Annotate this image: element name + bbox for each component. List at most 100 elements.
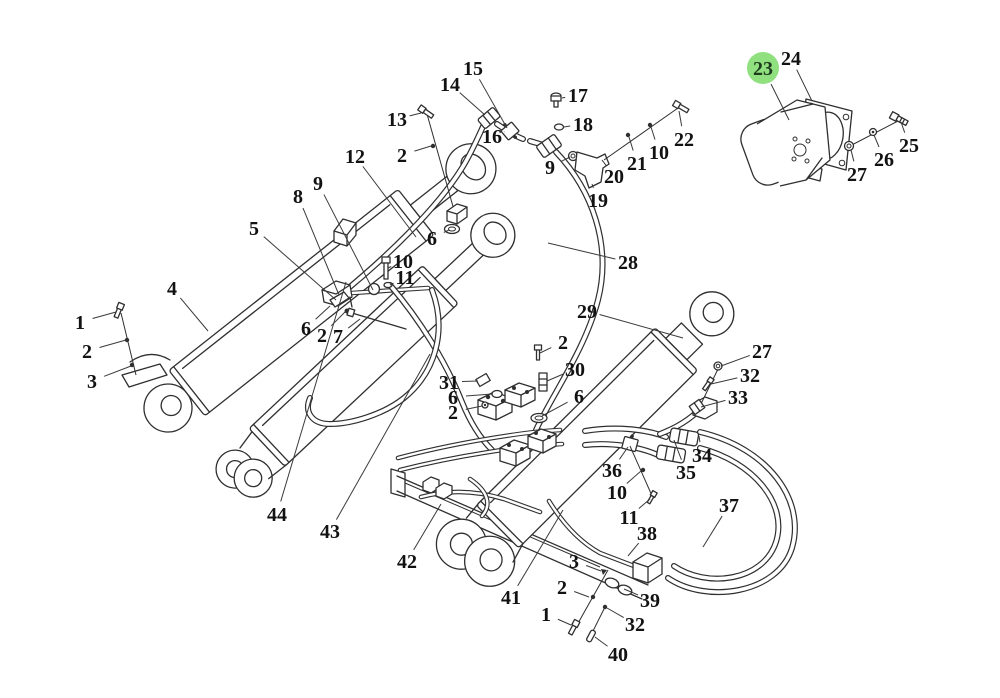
part-label-27: 27: [752, 341, 772, 363]
leader-line: [796, 69, 813, 102]
part-label-10: 10: [607, 482, 627, 504]
part-label-6: 6: [301, 318, 311, 340]
part-label-2: 2: [397, 145, 407, 167]
part-label-14: 14: [440, 74, 460, 96]
part-label-11: 11: [396, 267, 415, 289]
part-label-16: 16: [482, 126, 502, 148]
part-label-2: 2: [558, 332, 568, 354]
leader-line: [850, 149, 855, 162]
part-label-15: 15: [463, 58, 483, 80]
leader-line: [389, 282, 394, 286]
leader-line: [263, 236, 337, 301]
part-label-40: 40: [608, 644, 628, 666]
leader-line: [720, 354, 750, 367]
part-label-12: 12: [345, 146, 365, 168]
part-label-2: 2: [82, 341, 92, 363]
part-label-44: 44: [267, 504, 287, 526]
leader-line: [710, 377, 738, 385]
leader-line: [628, 136, 634, 151]
part-label-39: 39: [640, 590, 660, 612]
part-label-20: 20: [604, 166, 624, 188]
leader-line: [478, 79, 508, 129]
leader-line: [557, 618, 572, 626]
part-label-22: 22: [674, 129, 694, 151]
part-label-34: 34: [692, 445, 712, 467]
leader-line: [770, 83, 790, 121]
part-label-3: 3: [87, 371, 97, 393]
leader-line: [302, 207, 340, 296]
leader-line: [387, 266, 392, 269]
part-label-24: 24: [781, 48, 801, 70]
leader-line: [539, 347, 552, 354]
leader-line: [650, 126, 656, 140]
leader-line: [563, 125, 571, 128]
hose-couplers: [621, 427, 700, 505]
leader-line: [347, 318, 361, 329]
part-label-7: 7: [333, 326, 343, 348]
leader-line: [673, 439, 682, 461]
leader-line: [702, 515, 723, 548]
leader-line: [698, 435, 701, 443]
leader-line: [547, 242, 616, 260]
leader-line: [409, 112, 422, 117]
part-label-35: 35: [676, 462, 696, 484]
leader-line: [315, 305, 331, 320]
leader-line: [280, 281, 347, 502]
part-label-17: 17: [568, 85, 588, 107]
leader-line: [443, 229, 450, 233]
leader-line: [546, 373, 564, 382]
leader-line: [606, 607, 624, 618]
part-label-28: 28: [618, 252, 638, 274]
part-label-26: 26: [874, 149, 894, 171]
leader-line: [873, 134, 880, 148]
part-label-38: 38: [637, 523, 657, 545]
part-label-23: 23: [753, 58, 773, 80]
part-label-2: 2: [557, 577, 567, 599]
part-label-8: 8: [293, 186, 303, 208]
part-label-9: 9: [313, 173, 323, 195]
part-label-32: 32: [625, 614, 645, 636]
leader-line: [413, 503, 442, 551]
leader-line: [335, 353, 431, 520]
leader-line: [465, 405, 483, 410]
part-label-2: 2: [448, 402, 458, 424]
cylinder-boom: [143, 143, 497, 433]
part-label-11: 11: [620, 507, 639, 529]
leader-line: [591, 183, 594, 189]
leader-line: [92, 311, 117, 320]
part-label-25: 25: [899, 135, 919, 157]
mid-fittings: [475, 344, 548, 424]
part-label-1: 1: [541, 604, 551, 626]
leader-line: [323, 194, 374, 291]
head-fittings-top: [417, 92, 690, 235]
leader-line: [638, 498, 651, 509]
cylinder-middle: [215, 212, 516, 498]
leader-line: [459, 92, 486, 116]
part-label-9: 9: [545, 157, 555, 179]
part-label-29: 29: [577, 301, 597, 323]
part-label-36: 36: [602, 460, 622, 482]
part-label-2: 2: [317, 325, 327, 347]
leader-line: [517, 509, 564, 587]
leader-line: [626, 470, 642, 484]
part-label-6: 6: [427, 228, 437, 250]
part-label-4: 4: [167, 278, 177, 300]
leader-line: [900, 121, 906, 133]
leader-line: [599, 314, 684, 339]
leader-line: [99, 339, 127, 348]
leader-line: [601, 159, 607, 166]
bottom-elbow-group: [567, 552, 663, 643]
part-label-32: 32: [740, 365, 760, 387]
part-label-3: 3: [569, 551, 579, 573]
port-fittings-right: [688, 361, 723, 420]
leader-line: [594, 636, 608, 647]
leader-line: [461, 380, 479, 383]
part-label-42: 42: [397, 551, 417, 573]
part-label-5: 5: [249, 218, 259, 240]
part-label-10: 10: [649, 142, 669, 164]
leader-line: [678, 110, 683, 127]
part-label-30: 30: [565, 359, 585, 381]
